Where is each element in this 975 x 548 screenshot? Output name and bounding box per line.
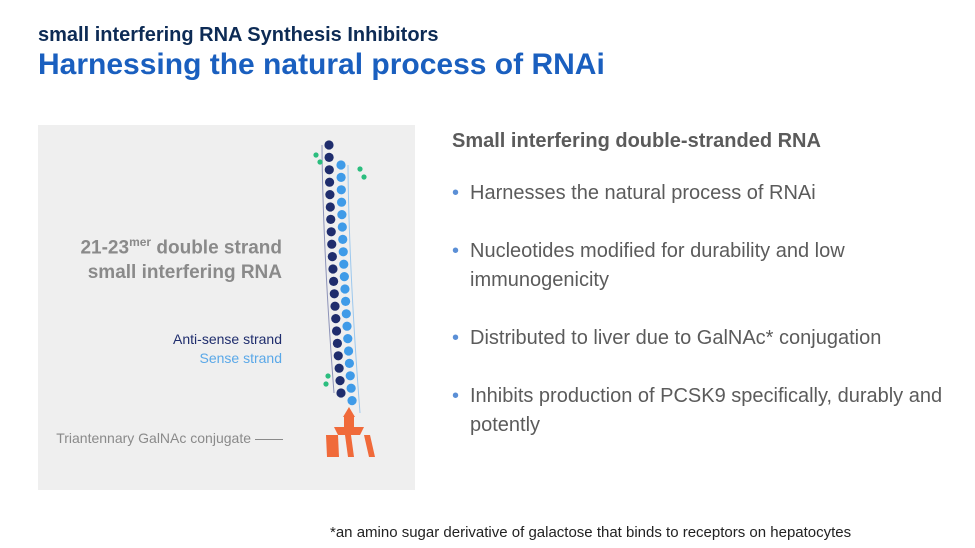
bullet-text: Nucleotides modified for durability and … xyxy=(470,240,845,291)
bullet-text: Distributed to liver due to GalNAc* conj… xyxy=(470,327,882,349)
sense-nucleotide xyxy=(344,358,354,368)
sense-nucleotide xyxy=(343,346,354,356)
slide-kicker: small interfering RNA Synthesis Inhibito… xyxy=(38,24,439,46)
sense-nucleotide xyxy=(341,296,351,306)
modification-dot xyxy=(313,152,319,158)
modification-dot xyxy=(361,174,367,180)
bullet-dot-icon: • xyxy=(452,327,460,349)
antisense-strand-label: Anti-sense strand xyxy=(173,331,282,347)
rna-strand-illustration xyxy=(313,140,375,457)
galnac-prong xyxy=(364,435,375,457)
modification-dot xyxy=(323,381,329,387)
antisense-nucleotide xyxy=(331,326,342,336)
antisense-nucleotide xyxy=(325,202,335,212)
slide-title: Harnessing the natural process of RNAi xyxy=(38,48,605,81)
antisense-nucleotide xyxy=(331,314,341,324)
figure-label-rest: double strand xyxy=(151,237,282,259)
antisense-nucleotide xyxy=(326,227,336,237)
antisense-nucleotide xyxy=(333,351,343,361)
bullet-item: • Harnesses the natural process of RNAi xyxy=(452,179,972,208)
antisense-nucleotide xyxy=(324,165,334,175)
antisense-nucleotide xyxy=(329,276,339,286)
sense-nucleotide xyxy=(342,321,352,331)
sense-nucleotide xyxy=(336,197,347,207)
sense-nucleotide xyxy=(337,222,347,232)
sense-nucleotide xyxy=(338,247,348,257)
modification-dot xyxy=(325,373,331,379)
galnac-stem-top xyxy=(343,407,355,417)
sense-nucleotide xyxy=(339,259,349,269)
antisense-nucleotide xyxy=(332,338,342,348)
antisense-nucleotide xyxy=(330,301,340,311)
bullet-dot-icon: • xyxy=(452,385,460,407)
content-panel: Small interfering double-stranded RNA • H… xyxy=(452,130,972,469)
sense-nucleotide xyxy=(339,272,349,282)
galnac-prong xyxy=(345,435,354,457)
sense-strand-label: Sense strand xyxy=(199,350,283,366)
antisense-nucleotide xyxy=(324,152,334,162)
sense-nucleotide xyxy=(347,396,357,406)
galnac-base xyxy=(334,427,364,435)
modification-dot xyxy=(357,166,363,172)
sense-nucleotide xyxy=(336,160,346,170)
bullet-text: Harnesses the natural process of RNAi xyxy=(470,182,816,204)
sense-nucleotide xyxy=(336,172,346,182)
sense-nucleotide xyxy=(346,383,356,393)
galnac-stem xyxy=(344,417,354,427)
antisense-nucleotide xyxy=(327,239,337,249)
sense-nucleotide xyxy=(336,185,346,195)
antisense-nucleotide xyxy=(336,388,346,398)
sirna-figure: 21-23mer double strand small interfering… xyxy=(38,125,415,490)
antisense-nucleotide xyxy=(329,289,339,299)
bullet-item: • Inhibits production of PCSK9 specifical… xyxy=(452,382,972,440)
sense-nucleotide xyxy=(343,334,353,344)
bullet-text: Inhibits production of PCSK9 specificall… xyxy=(470,385,943,436)
bullet-dot-icon: • xyxy=(452,182,460,204)
bullet-dot-icon: • xyxy=(452,240,460,262)
sense-nucleotide xyxy=(345,371,355,381)
sense-backbone xyxy=(347,164,361,414)
footnote: *an amino sugar derivative of galactose … xyxy=(330,524,852,541)
antisense-nucleotide xyxy=(334,363,344,373)
antisense-nucleotide xyxy=(324,177,335,187)
figure-label-base: 21-23 xyxy=(80,237,130,259)
sense-nucleotide xyxy=(341,309,351,319)
antisense-nucleotide xyxy=(324,140,334,150)
antisense-nucleotide xyxy=(325,190,335,200)
antisense-nucleotide xyxy=(335,376,345,386)
sense-nucleotide xyxy=(338,234,348,244)
figure-label-line2: small interfering RNA xyxy=(87,262,282,284)
modification-dot xyxy=(317,159,323,165)
antisense-nucleotide xyxy=(328,264,338,274)
sense-nucleotide xyxy=(340,284,350,294)
antisense-nucleotide xyxy=(326,214,336,224)
figure-label-sup: mer xyxy=(129,235,152,249)
content-heading: Small interfering double-stranded RNA xyxy=(452,130,821,152)
galnac-conjugate-label: Triantennary GalNAc conjugate xyxy=(56,430,283,446)
bullet-list: • Harnesses the natural process of RNAi •… xyxy=(452,179,972,440)
antisense-nucleotide xyxy=(327,252,337,262)
galnac-prong xyxy=(326,435,339,457)
figure-main-label: 21-23mer double strand small interfering… xyxy=(80,230,282,285)
antisense-backbone xyxy=(321,144,335,394)
bullet-item: • Distributed to liver due to GalNAc* con… xyxy=(452,324,972,353)
sense-nucleotide xyxy=(337,210,347,220)
bullet-item: • Nucleotides modified for durability and… xyxy=(452,237,972,295)
